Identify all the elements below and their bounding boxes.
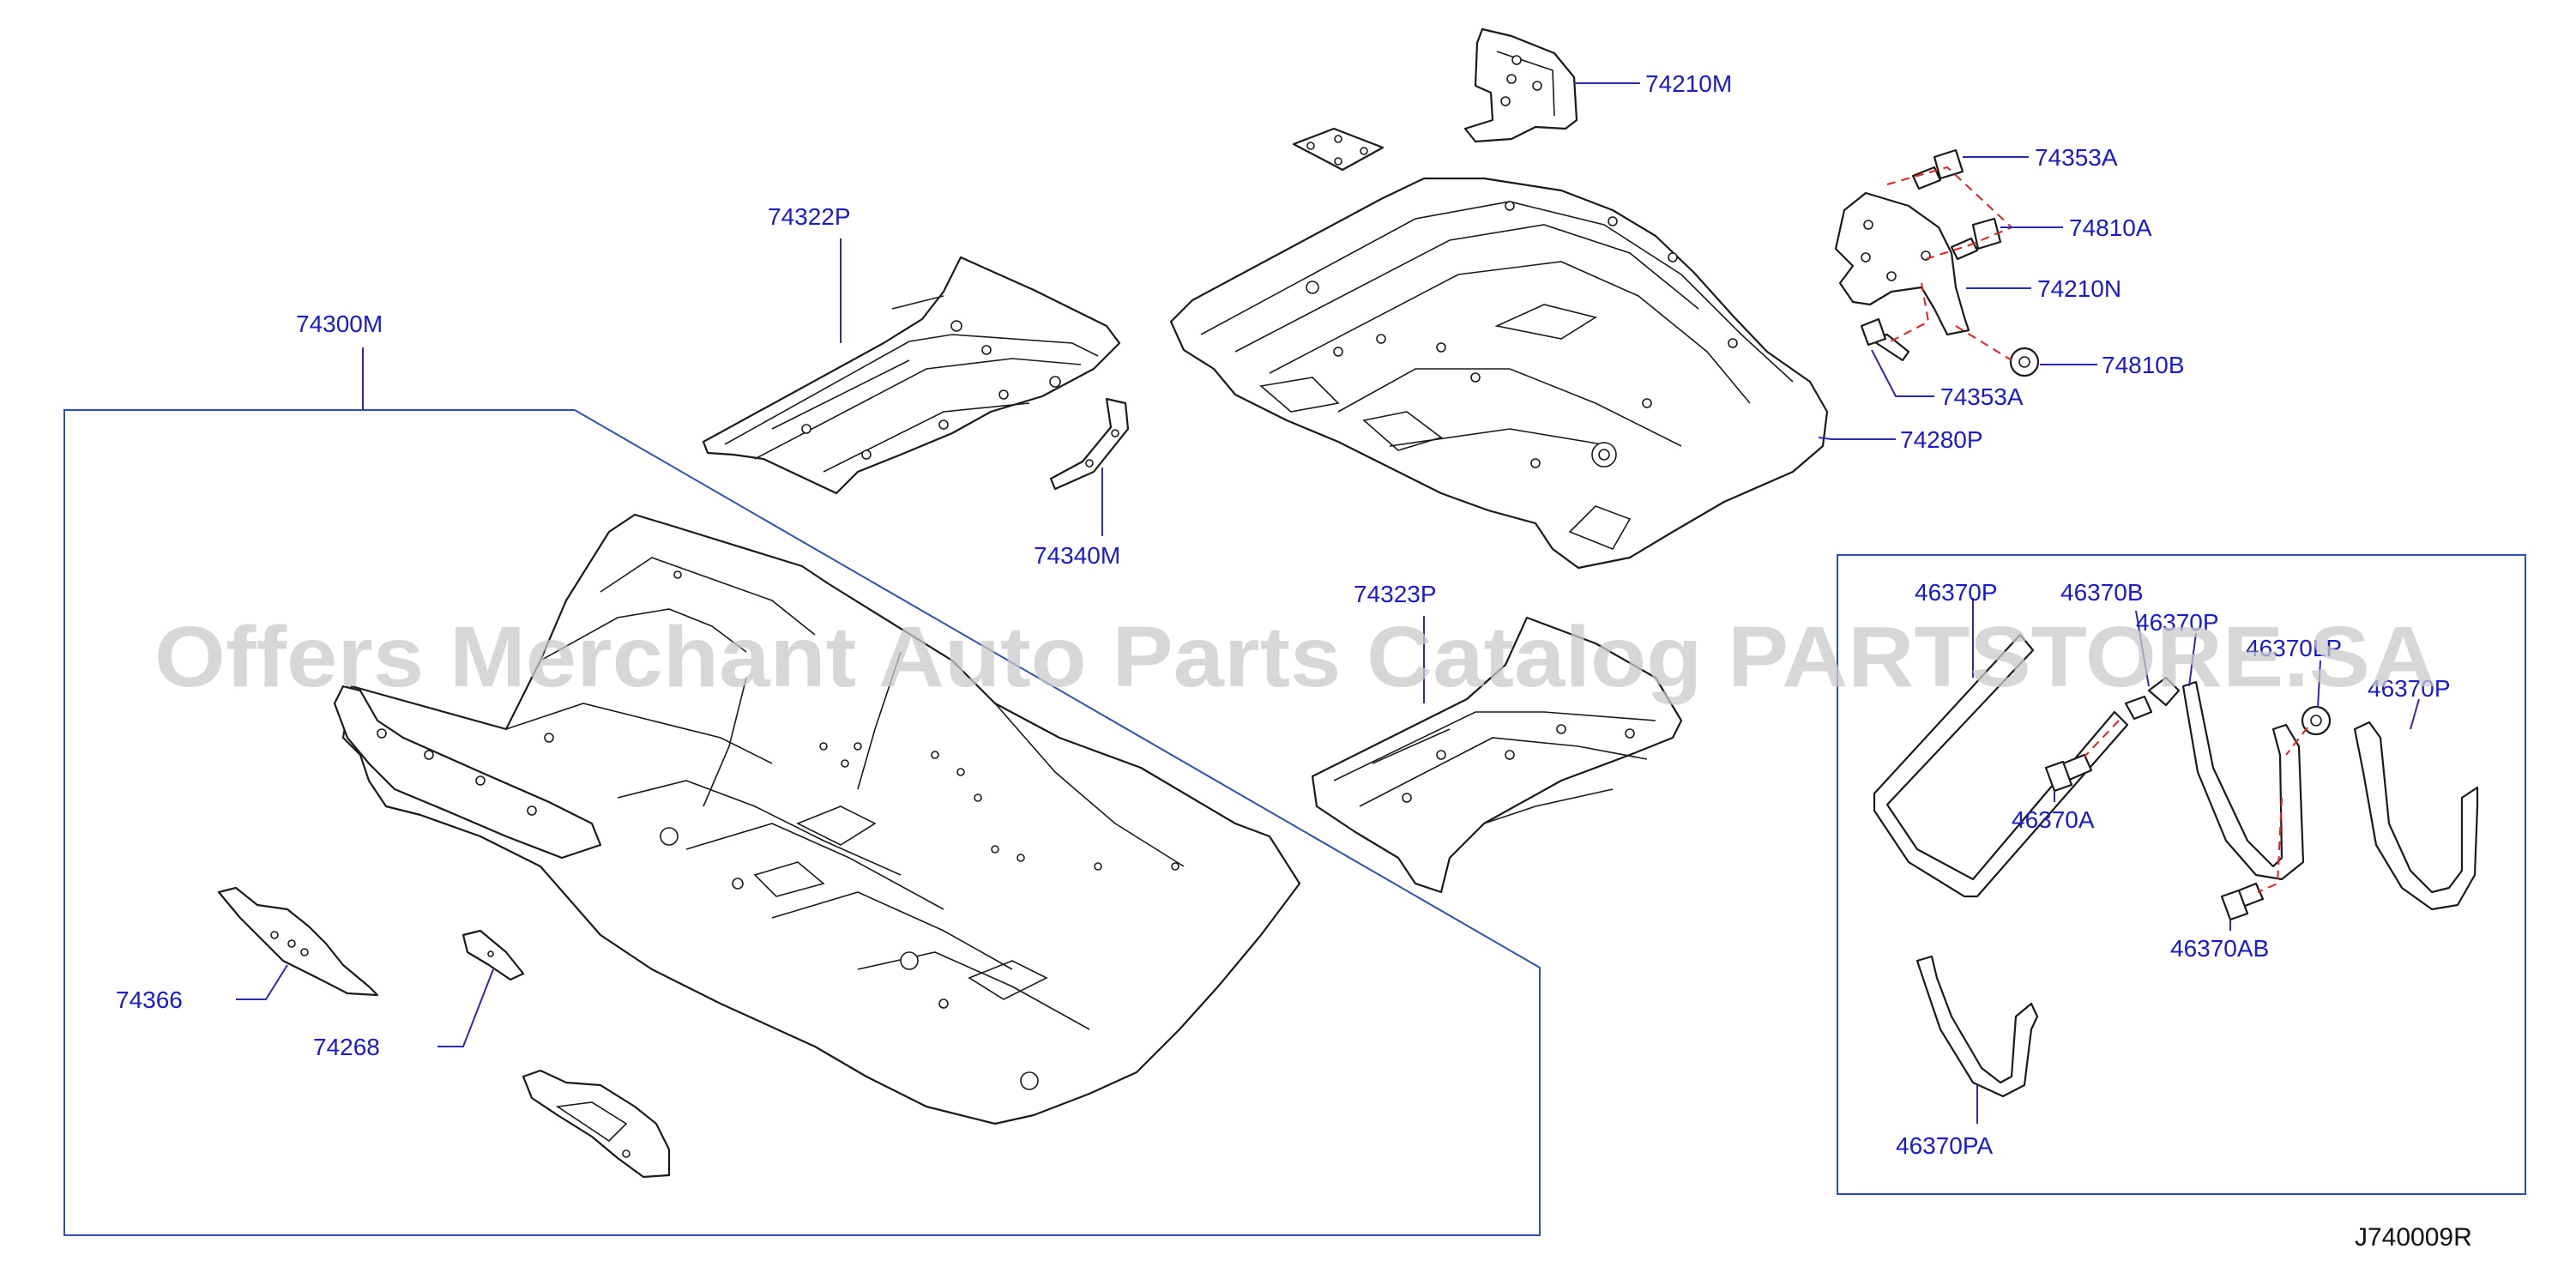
bolt-46370A[interactable] xyxy=(2044,753,2093,793)
drawing-code: J740009R xyxy=(2355,1223,2472,1252)
label-46370P-left: 46370P xyxy=(1915,579,1998,606)
label-74810A: 74810A xyxy=(2069,214,2152,241)
label-74280P: 74280P xyxy=(1900,426,1983,453)
part-46370P-mid-strap[interactable] xyxy=(2181,680,2305,881)
label-74353A-bottom: 74353A xyxy=(1940,383,2024,410)
label-74210M: 74210M xyxy=(1645,70,1732,97)
part-74300M-main-floor[interactable] xyxy=(341,513,1301,1125)
part-46370B-clip[interactable] xyxy=(2124,676,2181,721)
label-46370PA: 46370PA xyxy=(1896,1132,1993,1159)
label-74810B: 74810B xyxy=(2102,352,2185,378)
label-74353A-top: 74353A xyxy=(2035,144,2118,171)
part-74210M-bracket[interactable] xyxy=(1463,27,1578,143)
label-74323P: 74323P xyxy=(1354,581,1437,607)
label-46370AB: 46370AB xyxy=(2170,935,2269,962)
part-lower-bracket xyxy=(522,1069,671,1179)
label-74366: 74366 xyxy=(116,986,183,1013)
part-46370PA-strap[interactable] xyxy=(1915,955,2039,1098)
bolt-74353A-bottom[interactable] xyxy=(1860,317,1910,362)
label-74300M: 74300M xyxy=(296,311,383,337)
label-46370P-right: 46370P xyxy=(2368,675,2451,702)
label-46370LP: 46370LP xyxy=(2246,635,2342,661)
part-74268-plate[interactable] xyxy=(462,929,525,981)
label-46370A: 46370A xyxy=(2012,806,2095,833)
group-frame-46370 xyxy=(1837,554,2526,1195)
label-74340M: 74340M xyxy=(1034,542,1120,569)
part-74210N-bracket[interactable] xyxy=(1834,191,1970,336)
part-74340M-bracket[interactable] xyxy=(1049,397,1130,491)
label-46370P-mid: 46370P xyxy=(2136,609,2219,636)
label-74268: 74268 xyxy=(313,1034,380,1060)
nut-46370LP[interactable] xyxy=(2301,705,2332,736)
part-74323P-panel[interactable] xyxy=(1311,616,1683,894)
label-74210N: 74210N xyxy=(2037,275,2121,302)
bolt-74810A[interactable] xyxy=(1950,217,2002,261)
watermark: Offers Merchant Auto Parts Catalog PARTS… xyxy=(154,609,2436,705)
part-74322P-panel[interactable] xyxy=(702,256,1121,495)
part-74366-bracket[interactable] xyxy=(217,886,379,997)
nut-74810B[interactable] xyxy=(2009,347,2040,377)
group-frame-74300M xyxy=(63,409,1541,1236)
part-74300M-side-bracket xyxy=(333,685,602,860)
label-46370B: 46370B xyxy=(2060,579,2144,606)
part-74280P-rear-floor[interactable] xyxy=(1169,177,1829,570)
bolt-46370AB[interactable] xyxy=(2220,882,2265,921)
bolt-74353A-top[interactable] xyxy=(1911,148,1964,190)
label-74322P: 74322P xyxy=(768,203,851,230)
part-46370P-right-strap[interactable] xyxy=(2353,721,2479,911)
part-small-plate xyxy=(1292,127,1385,172)
